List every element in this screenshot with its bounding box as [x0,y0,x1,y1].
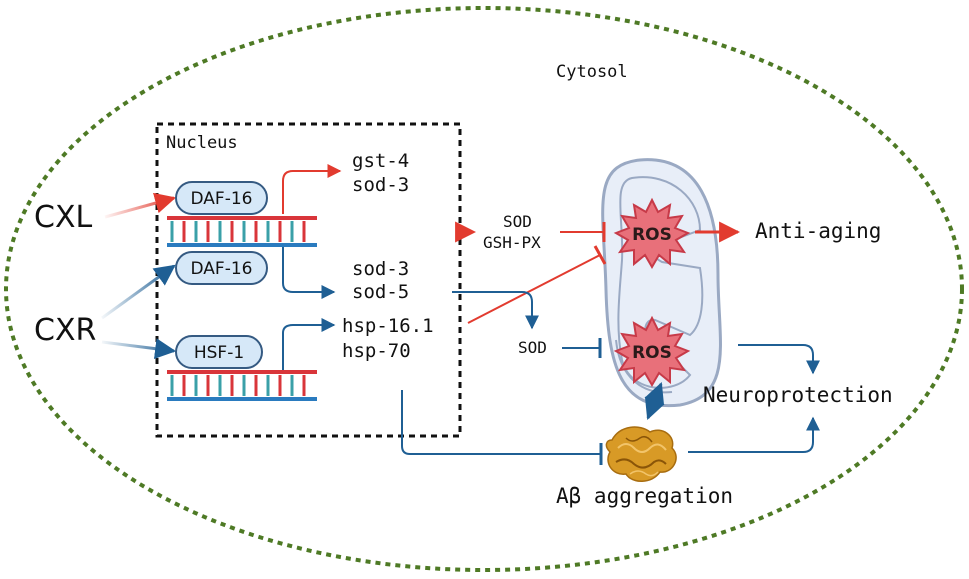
sod3-gene-top: sod-3 [352,174,409,196]
abeta-to-neuroprotection-arrow [688,416,820,453]
hsf1-label: HSF-1 [194,343,244,363]
hsf1-capsule: HSF-1 [175,335,263,369]
daf16-top-label: DAF-16 [191,189,253,209]
sod3-gene-mid: sod-3 [352,258,409,280]
cxr-label: CXR [34,313,96,348]
dna-bottom [167,370,317,401]
sod5-to-sod-arrow [452,291,539,330]
gst4-gene: gst-4 [352,150,409,172]
ros-to-neuroprotection-arrow [738,344,820,375]
abeta-label: Aβ aggregation [556,484,733,508]
hsp161-gene: hsp-16.1 [342,315,434,337]
hsp-inhibit-abeta [401,390,603,465]
gst4-expression-arrow [282,164,342,214]
sod-blue-label: SOD [518,338,547,357]
ros-top-label: ROS [632,225,672,245]
abeta-aggregate-icon [605,426,677,482]
sod-enzyme-label: SOD [503,212,532,231]
cxl-label: CXL [34,200,92,235]
sod-inhibit-ros-bottom [562,338,602,358]
cxr-to-hsf1-arrow [101,338,177,360]
hsp70-gene: hsp-70 [342,340,411,362]
anti-aging-label: Anti-aging [755,219,881,243]
ros-top-burst: ROS [613,197,691,269]
cxr-to-daf16-arrow [101,264,176,320]
hsp-expression-arrow [282,318,336,370]
sod5-expression-arrow [282,247,336,299]
ros-abeta-bidirectional-arrow [644,382,665,420]
hsp-inhibit-ros-top [467,245,607,324]
sod5-gene: sod-5 [352,281,409,303]
enzymes-inhibit-ros-top [560,222,606,242]
daf16-mid-label: DAF-16 [191,259,253,279]
daf16-mid-capsule: DAF-16 [175,251,268,285]
daf16-top-capsule: DAF-16 [175,181,268,215]
neuroprotection-label: Neuroprotection [703,383,893,407]
cell-membrane [4,6,964,572]
nucleus-label: Nucleus [166,133,238,153]
cxl-to-daf16-arrow [104,192,177,219]
cytosol-label: Cytosol [556,62,628,82]
dna-top [167,216,317,247]
gshpx-enzyme-label: GSH-PX [483,233,541,252]
ros-bottom-label: ROS [632,343,672,363]
